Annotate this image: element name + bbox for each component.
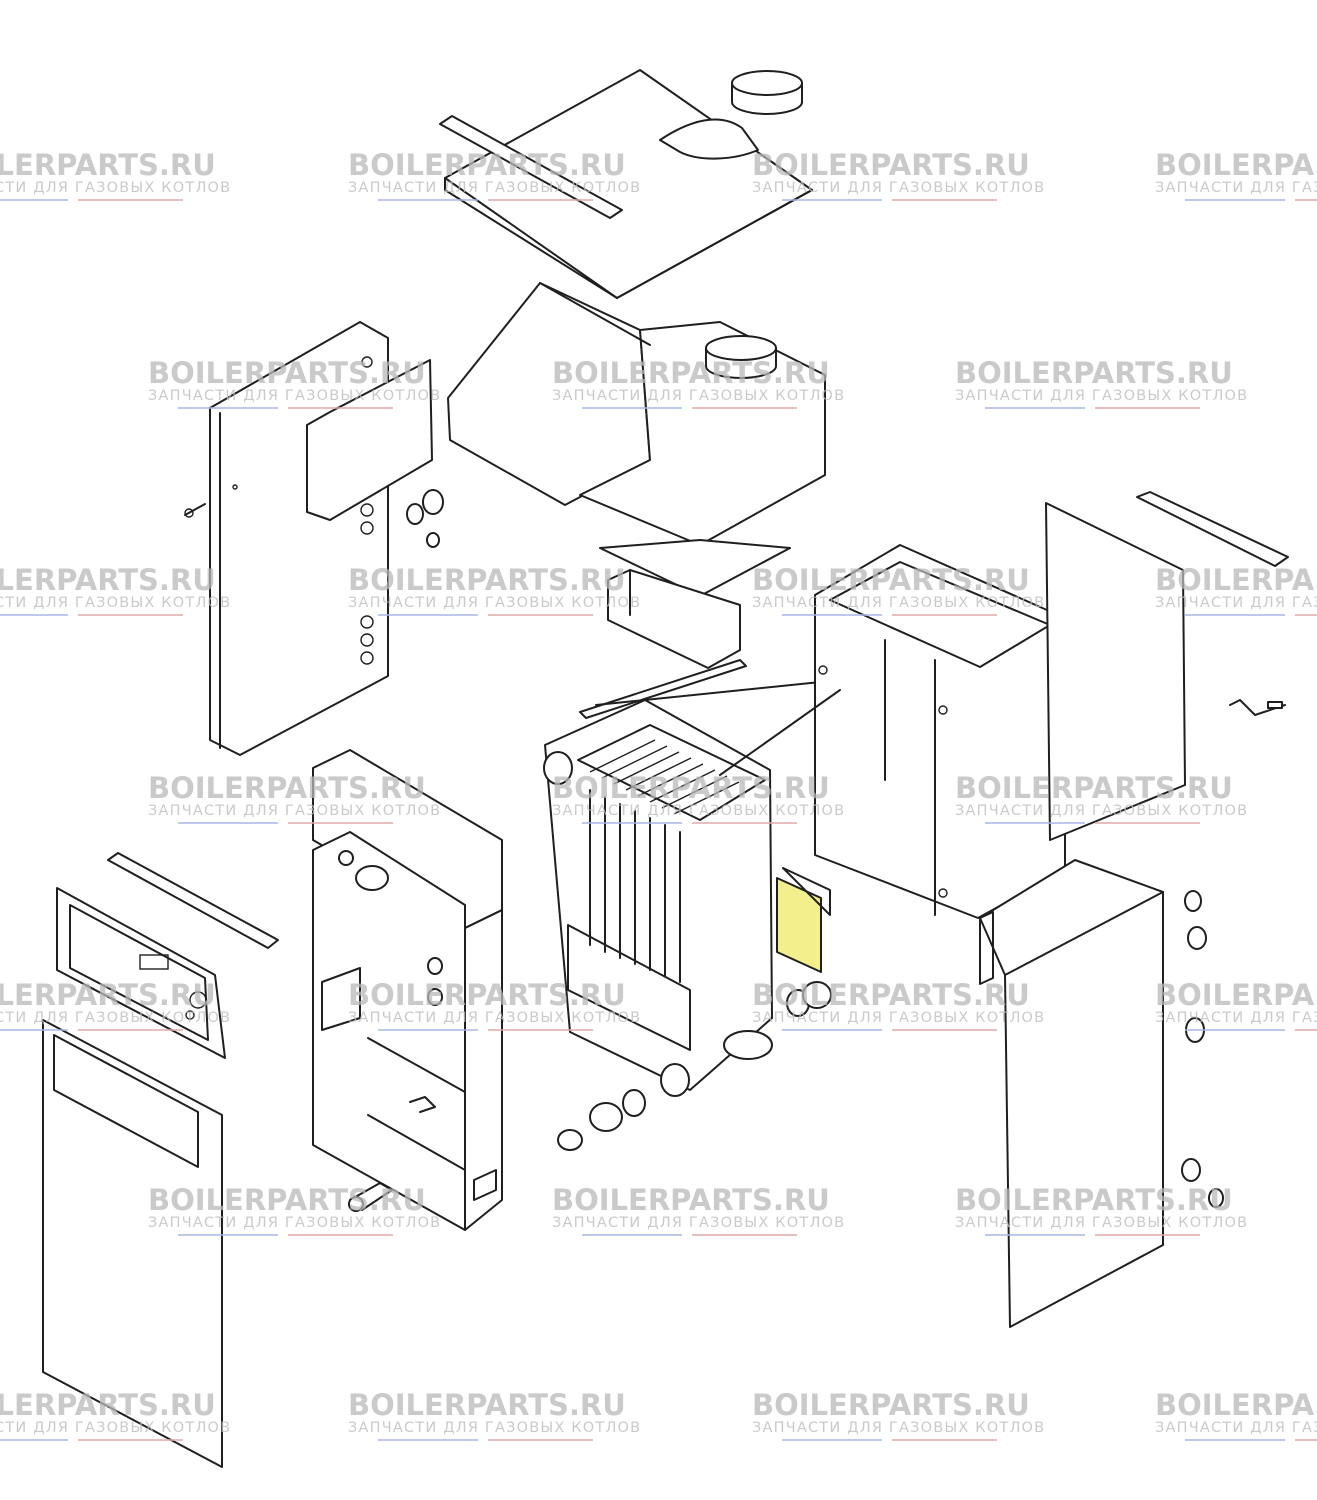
watermark-brand: BOILERPARTS.RU [955,356,1233,390]
watermark-subtitle: ЗАПЧАСТИ ДЛЯ ГАЗОВЫХ КОТЛОВ [955,1215,1248,1231]
watermark-brand: BOILERPARTS.RU [0,563,216,597]
top-trim-strip [1136,491,1289,567]
watermark-subtitle: ЗАПЧАСТИ ДЛЯ ГАЗОВЫХ КОТЛОВ [955,388,1248,404]
seal-rings-right [1181,890,1224,1208]
watermark-brand: BOILERPARTS.RU [552,771,830,805]
watermark-subtitle: ЗАПЧАСТИ ДЛЯ ГАЗОВЫХ КОТЛОВ [348,180,641,196]
watermark-subtitle: ЗАПЧАСТИ ДЛЯ ГАЗОВЫХ КОТЛОВ [348,595,641,611]
watermark-brand: BOILERPARTS.RU [1155,978,1317,1012]
watermark-subtitle: ЗАПЧАСТИ ДЛЯ ГАЗОВЫХ КОТЛОВ [0,1420,231,1436]
watermark-subtitle: ЗАПЧАСТИ ДЛЯ ГАЗОВЫХ КОТЛОВ [0,180,231,196]
watermark-brand: BOILERPARTS.RU [148,771,426,805]
watermark-subtitle: ЗАПЧАСТИ ДЛЯ ГАЗОВЫХ КОТЛОВ [955,803,1248,819]
watermark-brand: BOILERPARTS.RU [752,1388,1030,1422]
watermark-brand: BOILERPARTS.RU [1155,563,1317,597]
watermark-brand: BOILERPARTS.RU [955,771,1233,805]
watermark-brand: BOILERPARTS.RU [1155,148,1317,182]
watermark-subtitle: ЗАПЧАСТИ ДЛЯ ГАЗОВЫХ КОТЛОВ [148,803,441,819]
watermark-subtitle: ЗАПЧАСТИ ДЛЯ ГАЗОВЫХ КОТЛОВ [0,1010,231,1026]
watermark-subtitle: ЗАПЧАСТИ ДЛЯ ГАЗОВЫХ КОТЛОВ [752,180,1045,196]
watermark-brand: BOILERPARTS.RU [148,356,426,390]
highlighted-insulation-panel [776,867,831,973]
drain-valve [348,1182,393,1212]
watermark-subtitle: ЗАПЧАСТИ ДЛЯ ГАЗОВЫХ КОТЛОВ [1155,180,1317,196]
watermark-subtitle: ЗАПЧАСТИ ДЛЯ ГАЗОВЫХ КОТЛОВ [348,1010,641,1026]
watermark-subtitle: ЗАПЧАСТИ ДЛЯ ГАЗОВЫХ КОТЛОВ [1155,1010,1317,1026]
watermark-subtitle: ЗАПЧАСТИ ДЛЯ ГАЗОВЫХ КОТЛОВ [148,388,441,404]
watermark-subtitle: ЗАПЧАСТИ ДЛЯ ГАЗОВЫХ КОТЛОВ [1155,1420,1317,1436]
watermark-subtitle: ЗАПЧАСТИ ДЛЯ ГАЗОВЫХ КОТЛОВ [148,1215,441,1231]
watermark-brand: BOILERPARTS.RU [552,356,830,390]
bottom-fittings [557,981,832,1151]
watermark-brand: BOILERPARTS.RU [955,1183,1233,1217]
watermark-brand: BOILERPARTS.RU [752,148,1030,182]
chamber-baffles [579,569,841,719]
rear-sheet-panel [1045,502,1186,841]
top-cover [439,69,813,299]
control-panel [56,852,279,1059]
watermark-brand: BOILERPARTS.RU [0,978,216,1012]
watermark-subtitle: ЗАПЧАСТИ ДЛЯ ГАЗОВЫХ КОТЛОВ [752,1010,1045,1026]
left-screw [184,503,206,518]
seal-rings-left [406,489,444,548]
sensor-clip [1229,699,1286,716]
watermark-subtitle: ЗАПЧАСТИ ДЛЯ ГАЗОВЫХ КОТЛОВ [552,388,845,404]
watermark-brand: BOILERPARTS.RU [1155,1388,1317,1422]
right-side-panel [979,859,1164,1328]
watermark-brand: BOILERPARTS.RU [0,148,216,182]
watermark-brand: BOILERPARTS.RU [552,1183,830,1217]
watermark-subtitle: ЗАПЧАСТИ ДЛЯ ГАЗОВЫХ КОТЛОВ [552,1215,845,1231]
watermark-subtitle: ЗАПЧАСТИ ДЛЯ ГАЗОВЫХ КОТЛОВ [1155,595,1317,611]
flue-hood [447,282,826,597]
watermark-subtitle: ЗАПЧАСТИ ДЛЯ ГАЗОВЫХ КОТЛОВ [752,1420,1045,1436]
watermark-brand: BOILERPARTS.RU [148,1183,426,1217]
watermark-brand: BOILERPARTS.RU [348,978,626,1012]
watermark-brand: BOILERPARTS.RU [0,1388,216,1422]
watermark-subtitle: ЗАПЧАСТИ ДЛЯ ГАЗОВЫХ КОТЛОВ [752,595,1045,611]
front-door-panel [42,1019,223,1468]
heat-exchanger [543,689,841,1097]
watermark-brand: BOILERPARTS.RU [752,563,1030,597]
watermark-subtitle: ЗАПЧАСТИ ДЛЯ ГАЗОВЫХ КОТЛОВ [552,803,845,819]
watermark-brand: BOILERPARTS.RU [752,978,1030,1012]
watermark-subtitle: ЗАПЧАСТИ ДЛЯ ГАЗОВЫХ КОТЛОВ [348,1420,641,1436]
heat-exchanger-fins [589,739,740,815]
left-side-panel [184,321,433,756]
watermark-brand: BOILERPARTS.RU [348,148,626,182]
watermark-subtitle: ЗАПЧАСТИ ДЛЯ ГАЗОВЫХ КОТЛОВ [0,595,231,611]
watermark-brand: BOILERPARTS.RU [348,1388,626,1422]
watermark-brand: BOILERPARTS.RU [348,563,626,597]
